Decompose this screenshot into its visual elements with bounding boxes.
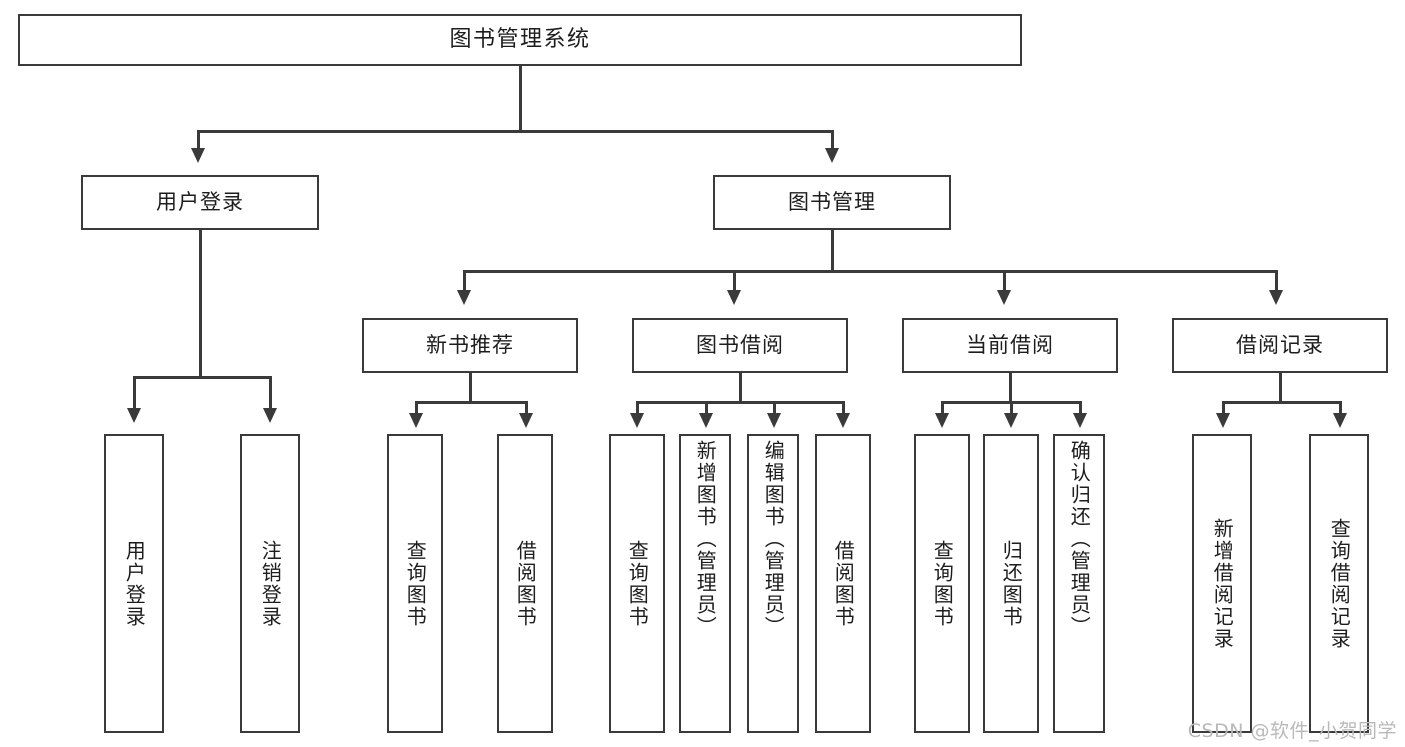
- node-label: 查询图书: [930, 539, 955, 628]
- node-label: 查询图书: [625, 539, 650, 628]
- node-label: 借阅图书: [831, 539, 856, 628]
- leaf-record-query[interactable]: 查询借阅记录: [1309, 434, 1369, 733]
- arrow-to-leaf-recommend-query: [409, 413, 423, 428]
- connector-record-drop-2: [1339, 401, 1342, 415]
- connector-book-manage-drop-1: [463, 270, 466, 292]
- leaf-borrow-query-book[interactable]: 查询图书: [609, 434, 665, 733]
- arrow-to-leaf-borrow-add: [699, 413, 713, 428]
- node-label: 图书借阅: [696, 333, 784, 358]
- arrow-to-user-login: [191, 148, 205, 163]
- connector-current-drop-3: [1079, 401, 1082, 415]
- node-book-manage[interactable]: 图书管理: [713, 175, 951, 230]
- arrow-to-borrow-record: [1269, 290, 1283, 305]
- connector-recommend-drop-1: [415, 401, 418, 415]
- connector-user-login-drop-2: [269, 376, 272, 410]
- connector-user-login-bus: [133, 376, 269, 379]
- arrow-to-leaf-record-query: [1333, 413, 1347, 428]
- connector-book-manage-bus: [463, 270, 1277, 273]
- node-label: 新增图书（管理员）: [693, 440, 718, 638]
- arrow-to-book-manage: [825, 148, 839, 163]
- leaf-borrow-edit-book[interactable]: 编辑图书（管理员）: [747, 434, 799, 733]
- node-label: 图书管理系统: [449, 27, 591, 53]
- connector-user-login-drop-1: [133, 376, 136, 410]
- connector-user-login-stem: [199, 230, 202, 378]
- node-label: 用户登录: [122, 539, 147, 628]
- connector-book-manage-drop-4: [1275, 270, 1278, 292]
- connector-borrow-drop-1: [636, 401, 639, 415]
- connector-recommend-stem: [469, 373, 472, 403]
- arrow-to-leaf-recommend-borrow: [519, 413, 533, 428]
- connector-book-manage-drop-2: [733, 270, 736, 292]
- node-borrow-record[interactable]: 借阅记录: [1172, 318, 1388, 373]
- connector-root-drop-left: [197, 130, 200, 150]
- node-label: 查询图书: [403, 539, 428, 628]
- connector-record-drop-1: [1222, 401, 1225, 415]
- arrow-to-new-book-recommend: [457, 290, 471, 305]
- connector-record-bus: [1222, 401, 1339, 404]
- connector-book-manage-drop-3: [1003, 270, 1006, 292]
- arrow-to-current-borrow: [997, 290, 1011, 305]
- arrow-to-book-borrow: [727, 290, 741, 305]
- node-label: 当前借阅: [966, 333, 1054, 358]
- node-label: 查询借阅记录: [1327, 517, 1352, 650]
- connector-borrow-drop-2: [705, 401, 708, 415]
- arrow-to-leaf-logout: [263, 408, 277, 423]
- connector-current-drop-1: [941, 401, 944, 415]
- connector-borrow-stem: [739, 373, 742, 403]
- connector-borrow-drop-4: [842, 401, 845, 415]
- node-label: 注销登录: [258, 539, 283, 628]
- node-label: 编辑图书（管理员）: [761, 440, 786, 638]
- leaf-current-return-book[interactable]: 归还图书: [983, 434, 1039, 733]
- arrow-to-leaf-borrow-query: [630, 413, 644, 428]
- node-new-book-recommend[interactable]: 新书推荐: [362, 318, 578, 373]
- arrow-to-leaf-record-add: [1216, 413, 1230, 428]
- node-label: 归还图书: [999, 539, 1024, 628]
- node-label: 确认归还（管理员）: [1067, 440, 1092, 638]
- connector-recommend-bus: [415, 401, 525, 404]
- leaf-logout[interactable]: 注销登录: [240, 434, 300, 733]
- csdn-watermark: CSDN @软件_小贺同学: [1187, 720, 1397, 742]
- arrow-to-leaf-current-query: [935, 413, 949, 428]
- connector-book-manage-stem: [831, 230, 834, 272]
- node-user-login[interactable]: 用户登录: [81, 175, 319, 230]
- connector-current-stem: [1009, 373, 1012, 403]
- connector-borrow-drop-3: [773, 401, 776, 415]
- leaf-current-confirm-return[interactable]: 确认归还（管理员）: [1053, 434, 1105, 733]
- connector-recommend-drop-2: [525, 401, 528, 415]
- node-label: 借阅记录: [1236, 333, 1324, 358]
- connector-root-drop-right: [831, 130, 834, 150]
- node-label: 图书管理: [788, 190, 876, 215]
- connector-current-drop-2: [1010, 401, 1013, 415]
- connector-record-stem: [1279, 373, 1282, 403]
- leaf-recommend-query-book[interactable]: 查询图书: [387, 434, 443, 733]
- leaf-record-add[interactable]: 新增借阅记录: [1192, 434, 1252, 733]
- node-root-system[interactable]: 图书管理系统: [18, 14, 1022, 66]
- leaf-recommend-borrow-book[interactable]: 借阅图书: [497, 434, 553, 733]
- leaf-current-query-book[interactable]: 查询图书: [914, 434, 970, 733]
- arrow-to-leaf-current-confirm: [1073, 413, 1087, 428]
- node-label: 新书推荐: [426, 333, 514, 358]
- node-label: 新增借阅记录: [1210, 517, 1235, 650]
- leaf-user-login[interactable]: 用户登录: [104, 434, 164, 733]
- connector-root-stem: [519, 66, 522, 130]
- arrow-to-leaf-borrow-edit: [767, 413, 781, 428]
- connector-root-bus: [197, 130, 833, 133]
- node-book-borrow[interactable]: 图书借阅: [632, 318, 848, 373]
- leaf-borrow-add-book[interactable]: 新增图书（管理员）: [679, 434, 731, 733]
- connector-borrow-bus: [636, 401, 844, 404]
- node-label: 借阅图书: [513, 539, 538, 628]
- node-label: 用户登录: [156, 190, 244, 215]
- arrow-to-leaf-user-login: [127, 408, 141, 423]
- arrow-to-leaf-borrow-lend: [836, 413, 850, 428]
- arrow-to-leaf-current-return: [1004, 413, 1018, 428]
- leaf-borrow-lend-book[interactable]: 借阅图书: [815, 434, 871, 733]
- node-current-borrow[interactable]: 当前借阅: [902, 318, 1118, 373]
